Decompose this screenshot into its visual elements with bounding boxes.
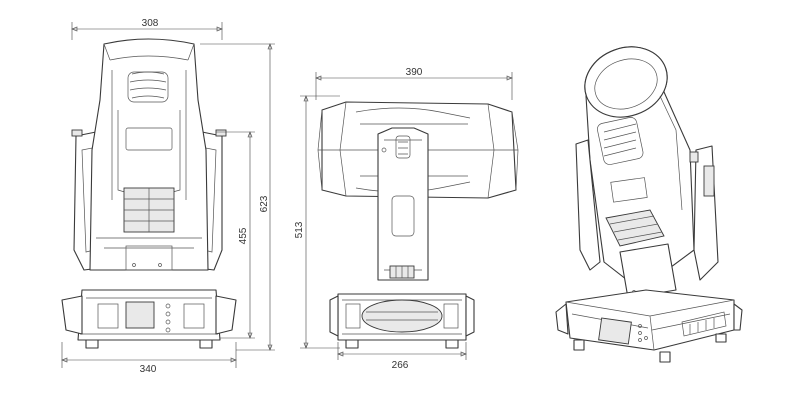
dim-455: 455 [216,131,255,339]
side-yoke [377,127,429,281]
dim-623: 623 [200,43,275,351]
side-view: 390 513 [294,67,519,371]
dim-266: 266 [337,342,467,371]
dim-266-label: 266 [392,360,409,371]
dim-308: 308 [71,18,223,40]
dim-340: 340 [61,342,237,375]
front-head [89,38,209,271]
perspective-left-arm [575,139,601,271]
dim-513-label: 513 [294,221,305,238]
perspective-base [565,289,735,351]
front-view: 308 [61,18,275,375]
dim-390-label: 390 [406,67,423,78]
dim-390: 390 [315,67,513,100]
dim-455-label: 455 [238,227,249,244]
dim-513: 513 [294,95,340,349]
dim-623-label: 623 [259,195,270,212]
dim-308-label: 308 [142,18,159,29]
perspective-display [598,317,632,345]
front-display [125,301,155,329]
side-base-fan [361,299,443,333]
perspective-view [555,46,743,363]
dim-340-label: 340 [140,364,157,375]
